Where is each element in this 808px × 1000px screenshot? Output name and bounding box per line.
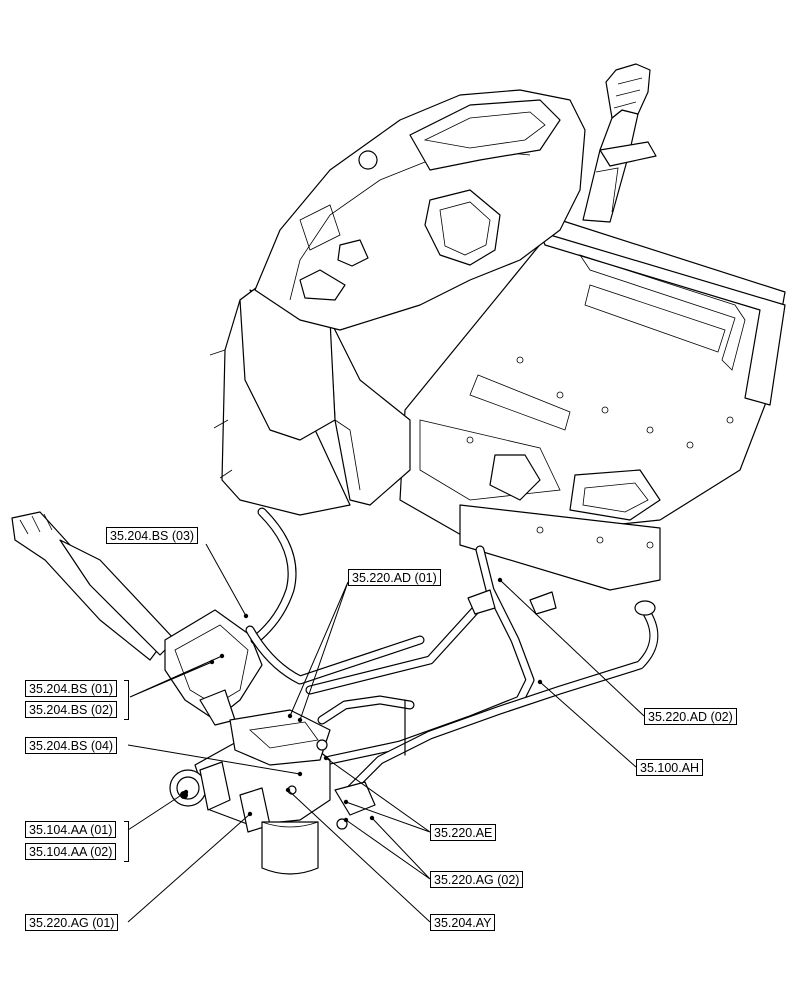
callout-35-204-bs-04[interactable]: 35.204.BS (04) [25,737,118,754]
callout-35-204-bs-01[interactable]: 35.204.BS (01) [25,680,118,697]
callout-35-204-bs-03[interactable]: 35.204.BS (03) [106,527,199,544]
group-bracket-aa [124,821,129,862]
steering-column [582,63,657,223]
callout-35-220-ag-01[interactable]: 35.220.AG (01) [25,914,119,931]
control-console [209,89,586,516]
callout-35-204-ay[interactable]: 35.204.AY [430,914,496,931]
group-bracket-bs [124,680,129,720]
leader-lines [127,543,645,923]
callout-35-220-ae[interactable]: 35.220.AE [430,824,497,841]
callout-35-100-ah[interactable]: 35.100.AH [636,759,704,776]
callout-35-104-aa-01[interactable]: 35.104.AA (01) [25,821,117,838]
hand-control [11,511,263,726]
hydraulic-hoses [245,507,659,795]
callout-35-220-ad-01[interactable]: 35.220.AD (01) [348,569,441,586]
floor-plate [399,219,786,591]
callout-35-104-aa-02[interactable]: 35.104.AA (02) [25,843,117,860]
callout-35-220-ag-02[interactable]: 35.220.AG (02) [430,871,524,888]
callout-35-204-bs-02[interactable]: 35.204.BS (02) [25,701,118,718]
pump-assembly [169,709,376,875]
callout-35-220-ad-02[interactable]: 35.220.AD (02) [644,708,737,725]
